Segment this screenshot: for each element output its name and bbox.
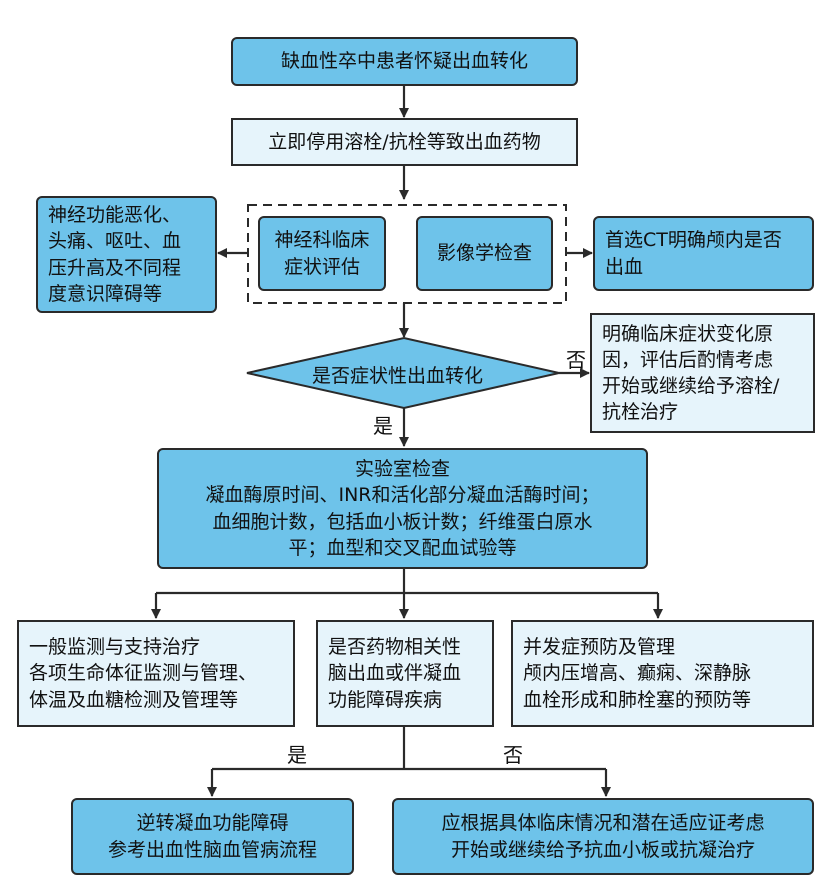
stop-drugs-node: 立即停用溶栓/抗栓等致出血药物 [231, 118, 578, 166]
drug-related-node: 是否药物相关性 脑出血或伴凝血 功能障碍疾病 [316, 620, 494, 727]
reverse-node: 逆转凝血功能障碍 参考出血性脑血管病流程 [71, 798, 354, 875]
monitor-node: 一般监测与支持治疗 各项生命体征监测与管理、 体温及血糖检测及管理等 [17, 620, 295, 727]
consider-node: 应根据具体临床情况和潜在适应证考虑 开始或继续给予抗血小板或抗凝治疗 [392, 798, 814, 875]
decision-text: 是否症状性出血转化 [312, 365, 484, 387]
yes-label-1: 是 [373, 414, 393, 438]
start-node: 缺血性卒中患者怀疑出血转化 [231, 37, 578, 86]
imaging-text: 影像学检查 [436, 242, 532, 265]
symptoms-node: 神经功能恶化、 头痛、呕吐、血 压升高及不同程 度意识障碍等 [36, 196, 217, 313]
neuro-eval-text: 神经科临床 症状评估 [274, 229, 370, 278]
reverse-text: 逆转凝血功能障碍 参考出血性脑血管病流程 [107, 812, 317, 861]
start-node-text: 缺血性卒中患者怀疑出血转化 [280, 50, 528, 73]
lab-node: 实验室检查 凝血酶原时间、INR和活化部分凝血活酶时间； 血细胞计数，包括血小板… [157, 448, 648, 569]
stop-drugs-text: 立即停用溶栓/抗栓等致出血药物 [268, 130, 541, 153]
decision-diamond [246, 336, 560, 410]
no-branch-node: 明确临床症状变化原 因，评估后酌情考虑 开始或继续给予溶栓/ 抗栓治疗 [590, 313, 815, 433]
complications-node: 并发症预防及管理 颅内压增高、癫痫、深静脉 血栓形成和肺栓塞的预防等 [511, 620, 814, 727]
ct-node: 首选CT明确颅内是否 出血 [593, 216, 814, 291]
yes-label-2: 是 [287, 743, 307, 767]
evaluation-group-dashed [247, 204, 567, 304]
no-branch-text: 明确临床症状变化原 因，评估后酌情考虑 开始或继续给予溶栓/ 抗栓治疗 [602, 322, 780, 424]
imaging-node: 影像学检查 [416, 216, 553, 291]
lab-text: 实验室检查 凝血酶原时间、INR和活化部分凝血活酶时间； 血细胞计数，包括血小板… [205, 458, 600, 559]
no-label-2: 否 [503, 743, 523, 767]
complications-text: 并发症预防及管理 颅内压增高、癫痫、深静脉 血栓形成和肺栓塞的预防等 [523, 636, 752, 711]
no-label-1: 否 [566, 348, 586, 372]
consider-text: 应根据具体临床情况和潜在适应证考虑 开始或继续给予抗血小板或抗凝治疗 [441, 812, 765, 861]
monitor-text: 一般监测与支持治疗 各项生命体征监测与管理、 体温及血糖检测及管理等 [29, 636, 258, 711]
ct-text: 首选CT明确颅内是否 出血 [605, 229, 782, 278]
neuro-eval-node: 神经科临床 症状评估 [258, 216, 386, 291]
symptoms-text: 神经功能恶化、 头痛、呕吐、血 压升高及不同程 度意识障碍等 [48, 204, 182, 305]
drug-related-text: 是否药物相关性 脑出血或伴凝血 功能障碍疾病 [328, 636, 462, 711]
